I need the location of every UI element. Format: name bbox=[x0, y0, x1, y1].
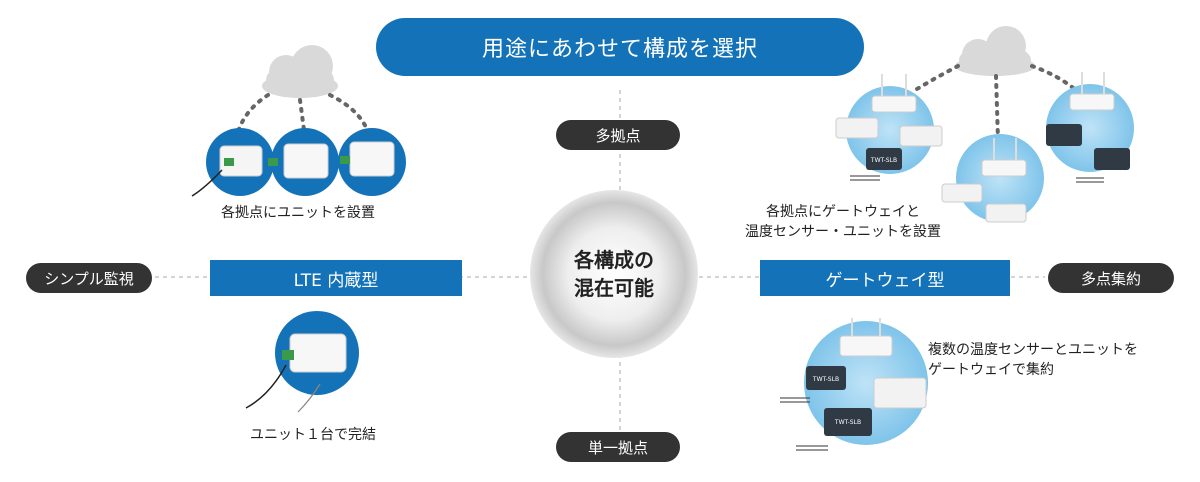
caption-lte-single: ユニット１台で完結 bbox=[250, 427, 376, 443]
page-title: 用途にあわせて構成を選択 bbox=[376, 18, 864, 76]
caption-gw-single: 複数の温度センサーとユニットを ゲートウェイで集約 bbox=[928, 340, 1138, 380]
page-title-text: 用途にあわせて構成を選択 bbox=[481, 37, 758, 62]
type-label-lte-text: LTE 内蔵型 bbox=[293, 270, 379, 291]
gw-multi-cloud bbox=[955, 26, 1035, 76]
center-label-line2: 混在可能 bbox=[574, 276, 654, 300]
axis-label-left-text: シンプル監視 bbox=[44, 269, 134, 288]
type-label-gateway-text: ゲートウェイ型 bbox=[825, 270, 945, 291]
axis-label-top-text: 多拠点 bbox=[595, 126, 641, 145]
caption-gw-multi: 各拠点にゲートウェイと 温度センサー・ユニットを設置 bbox=[738, 202, 948, 242]
axis-label-bottom-text: 単一拠点 bbox=[587, 438, 648, 457]
axis-label-top: 多拠点 bbox=[556, 120, 680, 150]
caption-gw-single-line1: 複数の温度センサーとユニットを bbox=[928, 342, 1138, 358]
gw-multi-links bbox=[910, 64, 1080, 142]
axis-label-bottom: 単一拠点 bbox=[556, 432, 680, 462]
gw-single-devices bbox=[780, 318, 927, 451]
lte-multi-cloud bbox=[262, 45, 338, 98]
sensor-screen-label: TWT-SLB bbox=[812, 376, 839, 383]
center-glow bbox=[530, 190, 698, 358]
axis-label-left: シンプル監視 bbox=[26, 263, 152, 293]
caption-lte-multi: 各拠点にユニットを設置 bbox=[221, 205, 375, 221]
center-label-line1: 各構成の bbox=[574, 248, 654, 272]
type-label-lte: LTE 内蔵型 bbox=[210, 260, 462, 296]
caption-gw-single-line2: ゲートウェイで集約 bbox=[928, 362, 1054, 378]
sensor-screen-label: TWT-SLB bbox=[870, 157, 897, 164]
gw-multi-devices bbox=[835, 72, 1130, 223]
lte-multi-units bbox=[191, 128, 406, 197]
caption-gw-multi-line2: 温度センサー・ユニットを設置 bbox=[745, 224, 941, 240]
lte-single-unit bbox=[245, 311, 359, 413]
axis-label-right: 多点集約 bbox=[1048, 263, 1174, 293]
type-label-gateway: ゲートウェイ型 bbox=[760, 260, 1010, 296]
axis-label-right-text: 多点集約 bbox=[1080, 269, 1141, 288]
center-label: 各構成の 混在可能 bbox=[548, 246, 680, 302]
caption-gw-multi-line1: 各拠点にゲートウェイと bbox=[766, 204, 920, 220]
sensor-screen-label: TWT-SLB bbox=[834, 419, 861, 426]
lte-multi-links bbox=[236, 93, 370, 134]
